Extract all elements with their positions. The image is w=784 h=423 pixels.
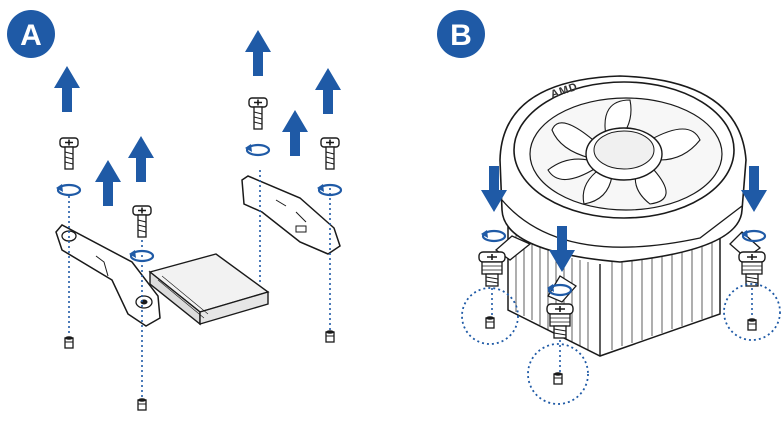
rotate-icon (741, 230, 765, 241)
rotate-icon (481, 230, 505, 241)
retention-bracket-left (56, 225, 160, 326)
up-arrow-icon (282, 110, 308, 156)
retention-bracket-right (242, 176, 340, 254)
panel-a-badge: A (7, 10, 55, 58)
panel-a: A (7, 10, 341, 410)
fan-hub (586, 128, 662, 180)
screw-icon (321, 138, 339, 169)
standoff-icon (486, 316, 494, 328)
up-arrow-icon (95, 160, 121, 206)
standoff-icon (326, 330, 334, 342)
screw-icon (133, 206, 151, 237)
spring-screw-icon (739, 252, 765, 286)
up-arrow-icon (315, 68, 341, 114)
spring-screw-icon (479, 252, 505, 286)
standoff-icon (748, 318, 756, 330)
up-arrow-icon (128, 136, 154, 182)
standoff-icon (138, 398, 146, 410)
cpu-chip (150, 254, 268, 324)
rotate-icon (317, 184, 341, 195)
screw-icon (249, 98, 267, 129)
panel-b-badge: B (437, 10, 485, 58)
screw-icon (60, 138, 78, 169)
up-arrow-icon (245, 30, 271, 76)
svg-text:A: A (20, 19, 42, 52)
up-arrow-icon (54, 66, 80, 112)
svg-text:B: B (450, 19, 472, 52)
standoff-icon (554, 372, 562, 384)
standoff-icon (65, 336, 73, 348)
panel-b: B (437, 10, 780, 404)
rotate-icon (129, 250, 153, 261)
rotate-icon (245, 144, 269, 155)
rotate-icon (56, 184, 80, 195)
